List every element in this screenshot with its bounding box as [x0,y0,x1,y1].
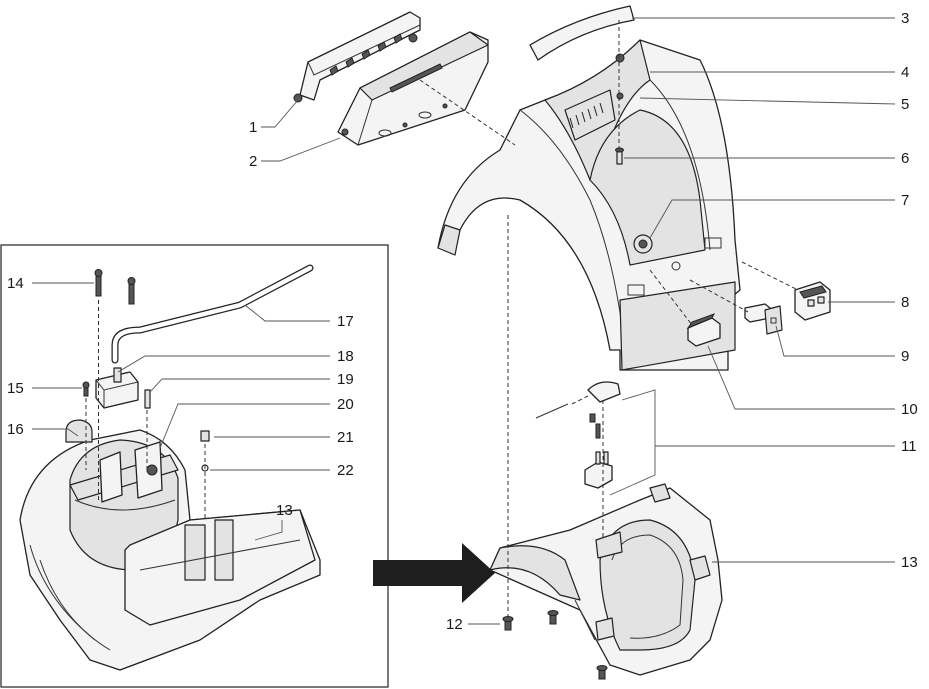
inset-screws [82,269,210,472]
part-2-module [337,31,489,146]
part-12-screws [502,610,608,680]
callout-2: 2 [249,153,257,170]
callout-9: 9 [901,348,909,365]
callout-7: 7 [901,192,909,209]
callout-21: 21 [337,429,354,446]
part-9-plug [744,303,783,335]
part-8-switch [794,281,831,321]
inset-clamp [65,419,93,443]
part-6-screw [615,147,624,165]
leader-lines [32,17,896,625]
callout-4: 4 [901,64,909,81]
callout-13-inset: 13 [276,502,293,519]
callout-16: 16 [7,421,24,438]
part-11-assembly [535,381,656,496]
callout-3: 3 [901,10,909,27]
callout-1: 1 [249,119,257,136]
callout-10: 10 [901,401,918,418]
part-1-bracket [293,11,421,103]
part-13-tray [489,483,723,676]
part-10-button [686,313,721,347]
inset-manifold [69,441,179,503]
callout-12: 12 [446,616,463,633]
callout-8: 8 [901,294,909,311]
direction-arrow [373,543,495,603]
callout-20: 20 [337,396,354,413]
callout-6: 6 [901,150,909,167]
callout-14: 14 [7,275,24,292]
inset-tube-fill [112,265,313,363]
detail-inset-frame [0,244,389,688]
callout-19: 19 [337,371,354,388]
callout-13-main: 13 [901,554,918,571]
callout-15: 15 [7,380,24,397]
inset-block [95,367,139,409]
callout-5: 5 [901,96,909,113]
callout-22: 22 [337,462,354,479]
callout-11: 11 [901,438,917,455]
part-3-cover-strip [529,5,635,61]
assembly-axes [419,20,799,618]
callout-18: 18 [337,348,354,365]
callout-17: 17 [337,313,354,330]
